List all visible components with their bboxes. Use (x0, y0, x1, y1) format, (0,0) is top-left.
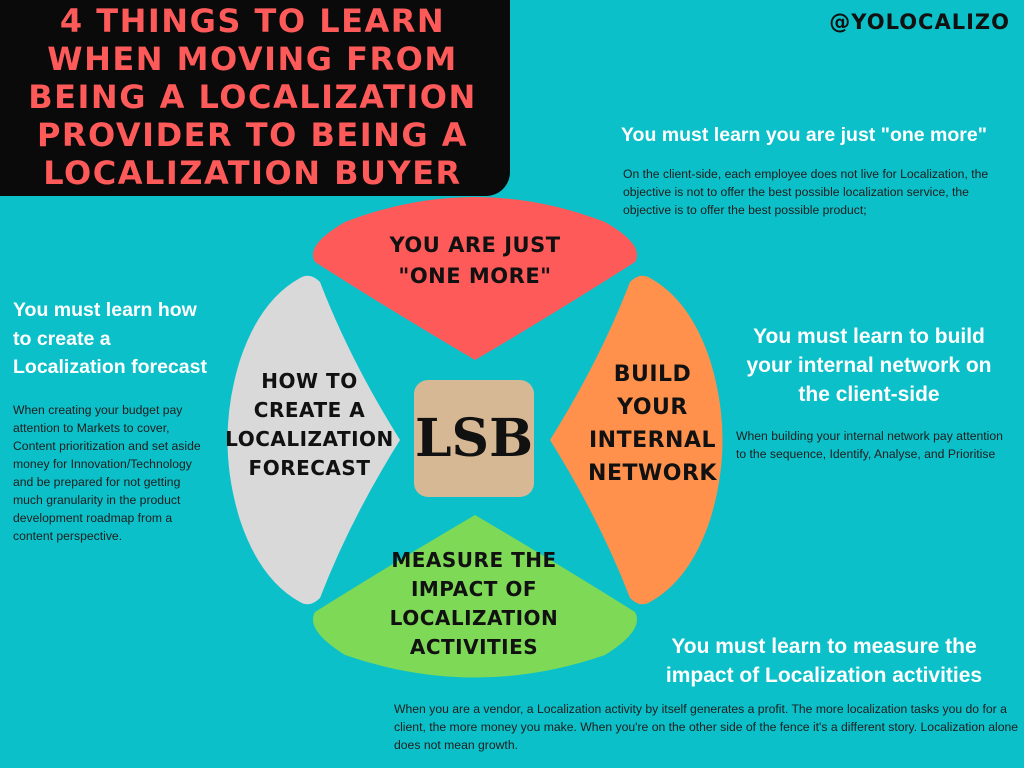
one-more-body: On the client-side, each employee does n… (623, 167, 989, 217)
petal-left-label: HOW TO CREATE A LOCALIZATION FORECAST (225, 369, 394, 480)
forecast-body: When creating your budget pay attention … (13, 403, 201, 543)
network-body: When building your internal network pay … (736, 429, 1003, 461)
forecast-heading: You must learn how to create a Localizat… (13, 299, 207, 378)
petal-top (313, 197, 637, 360)
petal-bottom-label: MEASURE THE IMPACT OF LOCALIZATION ACTIV… (389, 548, 559, 659)
center-square (414, 380, 534, 497)
petal-left (227, 275, 400, 605)
center-label: LSB (414, 408, 534, 469)
one-more-heading: You must learn you are just "one more" (621, 124, 987, 146)
author-handle: @YOLOCALIZO (829, 10, 1010, 34)
petal-right (550, 275, 723, 605)
measure-heading: You must learn to measure the impact of … (665, 635, 983, 687)
petal-bottom (313, 515, 637, 678)
measure-body: When you are a vendor, a Localization ac… (394, 702, 1019, 752)
page-title: 4 THINGS TO LEARN WHEN MOVING FROM BEING… (28, 2, 477, 192)
petal-right-label: BUILD YOUR INTERNAL NETWORK (588, 362, 717, 486)
title-banner: 4 THINGS TO LEARN WHEN MOVING FROM BEING… (0, 0, 510, 196)
network-heading: You must learn to build your internal ne… (746, 325, 992, 406)
petal-top-label: YOU ARE JUST "ONE MORE" (389, 233, 561, 288)
